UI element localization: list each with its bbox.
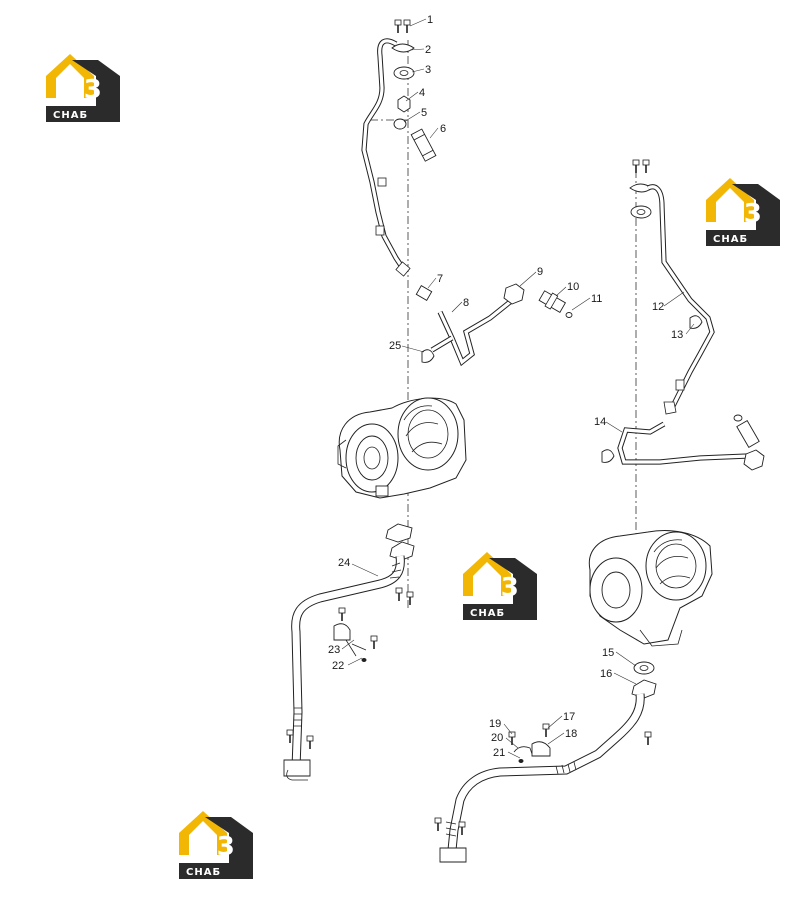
logo-text: CHAБ xyxy=(53,110,88,121)
bracket xyxy=(345,639,367,657)
brand-logo: H3 CHAБ xyxy=(179,811,253,879)
brand-logo: H3 CHAБ xyxy=(463,552,537,620)
bolt xyxy=(370,635,378,650)
part-label-22: 22 xyxy=(332,660,344,672)
gasket-flange xyxy=(385,523,413,543)
part-label-8: 8 xyxy=(463,297,469,309)
logo-text: CHAБ xyxy=(713,234,748,245)
part-label-24: 24 xyxy=(338,557,350,569)
bolt xyxy=(395,587,403,602)
bolt xyxy=(338,607,346,622)
banjo-flange xyxy=(391,43,415,53)
bolt xyxy=(403,19,411,34)
clamp xyxy=(421,349,435,363)
bolt xyxy=(306,735,314,750)
bolt xyxy=(394,19,402,34)
union-fitting xyxy=(415,285,433,301)
gasket xyxy=(633,661,655,675)
part-label-3: 3 xyxy=(425,64,431,76)
part-label-18: 18 xyxy=(565,728,577,740)
oil-supply-pipe-left xyxy=(361,38,411,277)
bolt xyxy=(542,723,550,738)
oil-return-pipe-right xyxy=(617,421,749,465)
part-label-20: 20 xyxy=(491,732,503,744)
part-label-5: 5 xyxy=(421,107,427,119)
bracket xyxy=(513,746,533,755)
bolt xyxy=(632,159,640,174)
part-label-2: 2 xyxy=(425,44,431,56)
part-label-4: 4 xyxy=(419,87,425,99)
sensor xyxy=(538,290,567,313)
hose-adapter xyxy=(410,128,437,162)
sensor xyxy=(736,419,760,449)
elbow-fitting xyxy=(503,283,525,305)
part-label-1: 1 xyxy=(427,14,433,26)
gasket-flange xyxy=(631,679,657,699)
logo-text: CHAБ xyxy=(186,867,221,878)
turbocharger-left xyxy=(337,397,467,499)
bolt xyxy=(286,729,294,744)
bolt xyxy=(434,817,442,832)
part-label-21: 21 xyxy=(493,747,505,759)
part-label-7: 7 xyxy=(437,273,443,285)
o-ring xyxy=(565,312,573,318)
part-label-13: 13 xyxy=(671,329,683,341)
drain-pipe-right xyxy=(439,693,645,863)
fitting xyxy=(397,95,411,113)
bolt xyxy=(644,731,652,746)
washer xyxy=(393,118,407,130)
logo-letters: H3 xyxy=(479,573,519,603)
part-label-14: 14 xyxy=(594,416,606,428)
bolt xyxy=(458,821,466,836)
part-label-23: 23 xyxy=(328,644,340,656)
part-label-9: 9 xyxy=(537,266,543,278)
gasket xyxy=(630,205,652,219)
oil-supply-pipe-right xyxy=(646,184,715,415)
part-labels: 1 2 3 4 5 6 7 8 9 10 11 12 13 14 15 16 1… xyxy=(328,14,683,759)
part-label-16: 16 xyxy=(600,668,612,680)
gasket-flange xyxy=(389,541,415,561)
clamp xyxy=(601,449,615,463)
leader-lines xyxy=(341,18,695,759)
pipe-clamp xyxy=(333,623,351,641)
pipe-clamp xyxy=(531,741,551,757)
elbow-fitting xyxy=(743,449,765,471)
nut xyxy=(518,759,524,763)
nut xyxy=(361,658,367,662)
bolt xyxy=(642,159,650,174)
part-label-12: 12 xyxy=(652,301,664,313)
logo-letters: H3 xyxy=(722,199,762,229)
logo-letters: H3 xyxy=(195,832,235,862)
part-label-10: 10 xyxy=(567,281,579,293)
part-label-25: 25 xyxy=(389,340,401,352)
part-label-11: 11 xyxy=(591,293,602,305)
turbocharger-right xyxy=(588,530,713,647)
part-label-15: 15 xyxy=(602,647,614,659)
oil-return-pipe-left xyxy=(430,299,512,367)
logo-text: CHAБ xyxy=(470,608,505,619)
part-label-19: 19 xyxy=(489,718,501,730)
o-ring xyxy=(733,414,743,422)
part-label-6: 6 xyxy=(440,123,446,135)
drain-pipe-left xyxy=(283,555,405,781)
gasket xyxy=(393,66,415,80)
logo-letters: H3 xyxy=(62,75,102,105)
part-label-17: 17 xyxy=(563,711,575,723)
brand-logo: H3 CHAБ xyxy=(46,54,120,122)
brand-logo: H3 CHAБ xyxy=(706,178,780,246)
